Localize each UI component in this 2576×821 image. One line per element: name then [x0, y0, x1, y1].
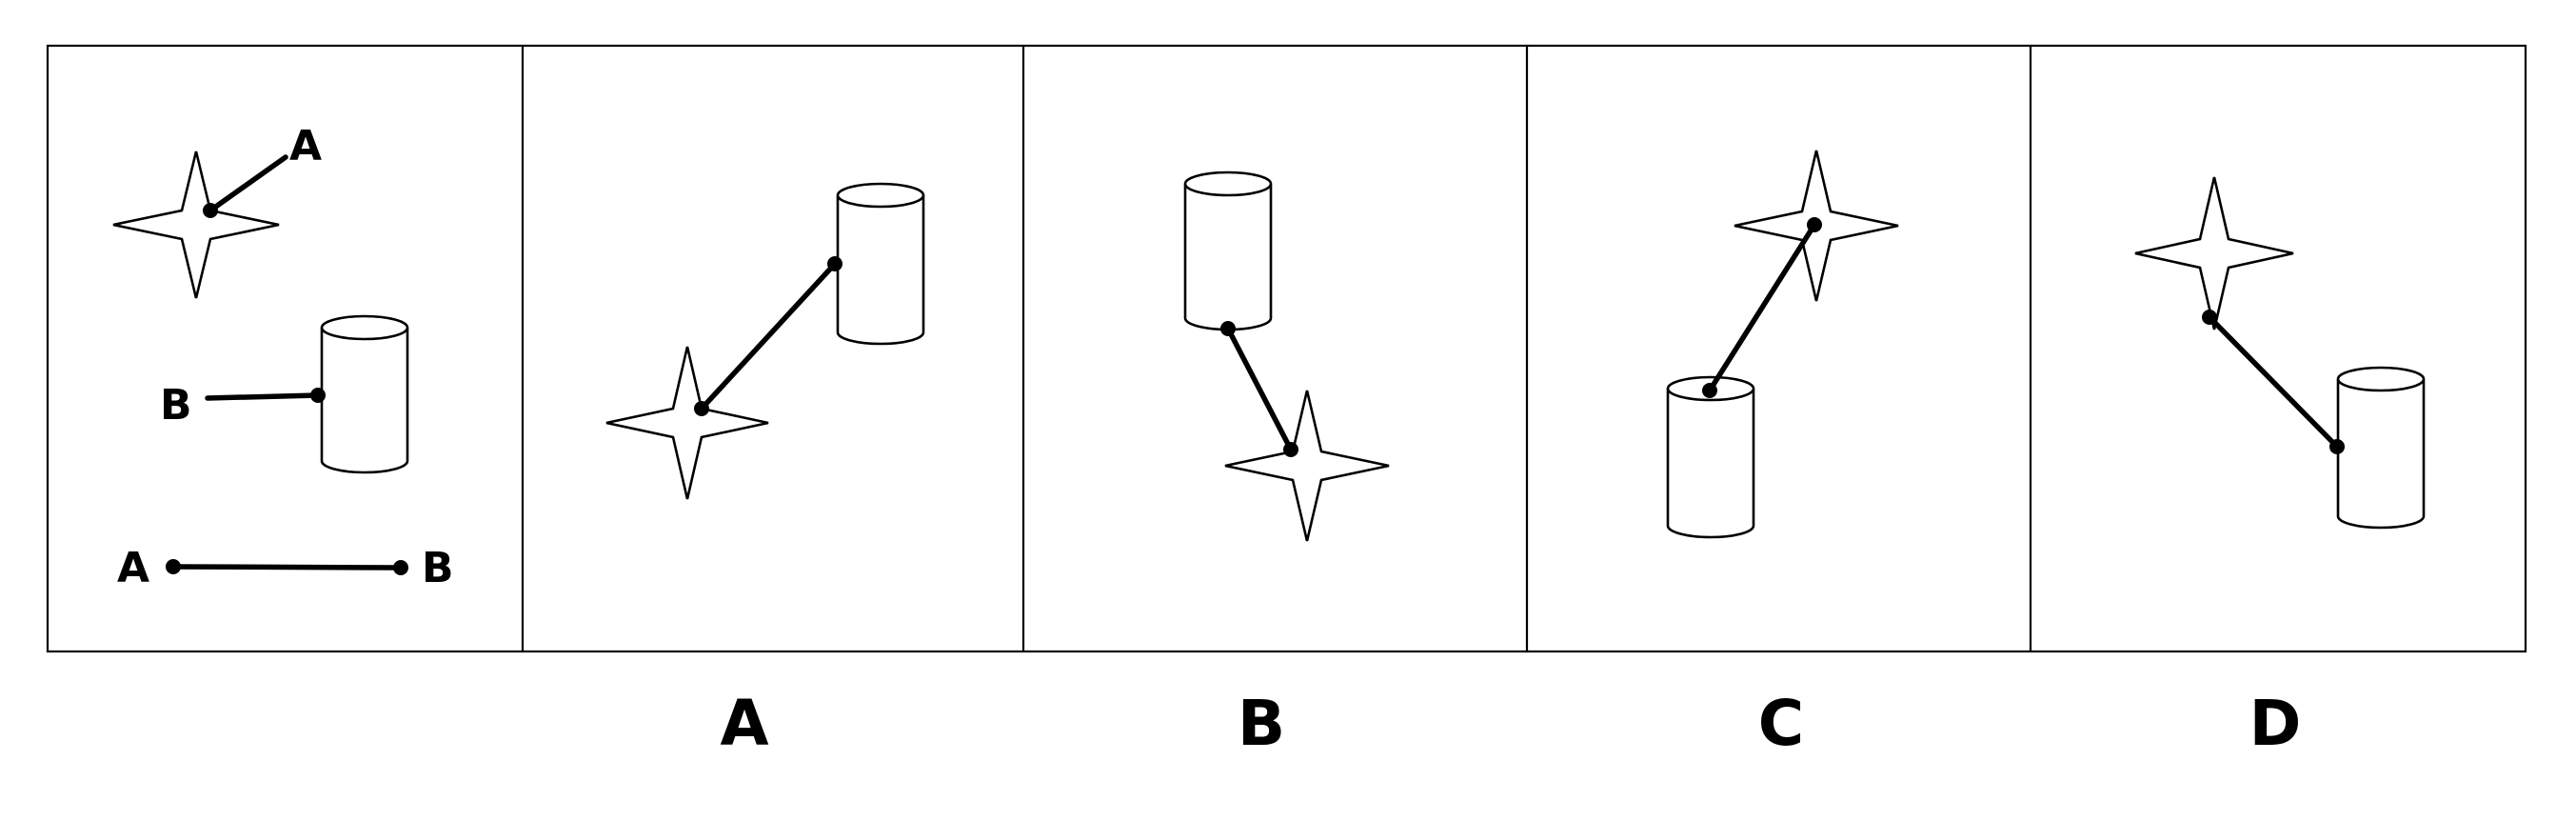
cylinder-joint-dot	[310, 388, 326, 403]
star-joint-dot	[1807, 217, 1822, 232]
cylinder	[1666, 375, 1755, 539]
cylinder	[2336, 366, 2426, 530]
four-point-star	[1224, 390, 1390, 542]
option-panel-b[interactable]	[1183, 170, 1390, 542]
cylinder-joint-dot	[827, 256, 842, 271]
option-connector	[2207, 314, 2340, 450]
four-point-star	[2134, 176, 2294, 330]
option-connector	[1707, 222, 1817, 393]
option-panel-a[interactable]	[605, 182, 925, 500]
star-joint-dot	[1283, 442, 1298, 457]
option-panel-d[interactable]	[2134, 176, 2426, 530]
star-connector	[208, 154, 288, 213]
cylinder	[836, 182, 925, 346]
option-panel-c[interactable]	[1666, 150, 1899, 539]
cylinder-joint-dot	[1702, 383, 1717, 398]
cylinder-joint-dot	[1220, 321, 1236, 336]
legend-panel: A B A B	[112, 122, 454, 592]
cylinder	[1183, 170, 1273, 331]
option-connector	[699, 261, 838, 411]
option-label-a[interactable]: A	[720, 687, 768, 760]
cylinder-endpoint-label: B	[160, 381, 192, 430]
star-endpoint-label: A	[289, 122, 322, 170]
option-connector	[1225, 326, 1294, 452]
panel-grid	[46, 44, 2527, 653]
segment-start-label: A	[117, 544, 149, 592]
option-label-c[interactable]: C	[1758, 687, 1804, 760]
four-point-star	[112, 150, 280, 299]
segment-end-label: B	[422, 544, 454, 592]
cylinder-joint-dot	[2329, 439, 2345, 454]
star-joint-dot	[203, 203, 218, 218]
option-label-b[interactable]: B	[1238, 687, 1285, 760]
option-labels: A B C D	[720, 687, 2301, 760]
star-joint-dot	[694, 401, 709, 416]
star-joint-dot	[2202, 310, 2217, 325]
segment-start-dot	[166, 559, 181, 574]
reference-segment	[170, 564, 404, 571]
four-point-star	[605, 346, 769, 500]
cylinder-connector	[205, 392, 321, 401]
cylinder	[320, 314, 409, 474]
panel-frame	[46, 44, 2527, 653]
segment-end-dot	[393, 560, 408, 575]
option-label-d[interactable]: D	[2249, 687, 2302, 760]
